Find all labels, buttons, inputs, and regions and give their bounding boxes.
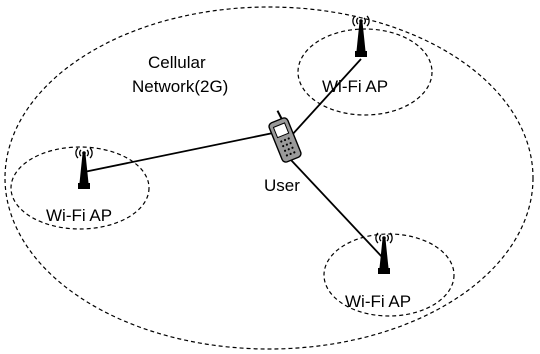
wifi-ap-label-top-right: Wi-Fi AP bbox=[322, 77, 388, 96]
link-user-to-ap-bottom-right bbox=[290, 159, 384, 259]
mobile-phone-icon bbox=[268, 110, 302, 163]
antenna-icon bbox=[75, 147, 93, 189]
wifi-ap-label-left: Wi-Fi AP bbox=[46, 206, 112, 225]
wifi-ap-coverage-left bbox=[10, 146, 150, 230]
link-user-to-ap-left bbox=[83, 131, 279, 173]
cellular-network-label-line2: Network(2G) bbox=[132, 77, 228, 96]
cellular-network-boundary bbox=[4, 6, 534, 350]
antenna-icon bbox=[352, 15, 370, 57]
link-user-to-ap-top-right bbox=[290, 58, 362, 137]
antenna-icon bbox=[375, 232, 393, 274]
wifi-ap-coverage-bottom-right bbox=[323, 233, 455, 317]
wifi-ap-coverage-top-right bbox=[297, 28, 433, 116]
wifi-ap-label-bottom-right: Wi-Fi AP bbox=[345, 292, 411, 311]
cellular-network-label-line1: Cellular bbox=[148, 53, 206, 72]
user-label: User bbox=[264, 176, 300, 195]
